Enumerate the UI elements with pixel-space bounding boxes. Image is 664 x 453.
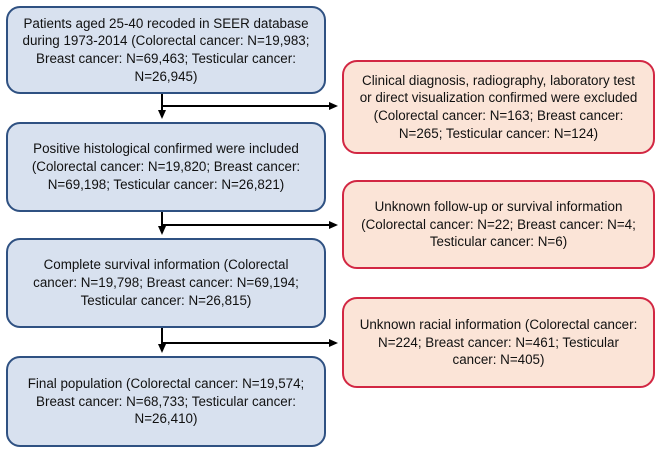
flow-box-text: Final population (Colorectal cancer: N=1… xyxy=(27,375,305,427)
flow-box-text: Positive histological confirmed were inc… xyxy=(31,141,301,192)
exclusion-box-clinical-diagnosis: Clinical diagnosis, radiography, laborat… xyxy=(342,60,655,154)
exclusion-box-text: Unknown follow-up or survival informatio… xyxy=(361,198,636,250)
exclusion-box-text: Unknown racial information (Colorectal c… xyxy=(359,316,638,368)
exclusion-box-unknown-followup: Unknown follow-up or survival informatio… xyxy=(342,180,655,269)
flow-box-text: Patients aged 25-40 recoded in SEER data… xyxy=(22,15,310,84)
flow-box-final-population: Final population (Colorectal cancer: N=1… xyxy=(6,356,326,447)
exclusion-box-text: Clinical diagnosis, radiography, laborat… xyxy=(359,72,638,141)
flow-box-seer-initial-population: Patients aged 25-40 recoded in SEER data… xyxy=(6,6,326,94)
flow-box-text: Complete survival information (Colorecta… xyxy=(33,257,299,308)
flow-box-complete-survival-info: Complete survival information (Colorecta… xyxy=(6,238,326,328)
flow-box-histological-confirmed: Positive histological confirmed were inc… xyxy=(6,122,326,212)
exclusion-box-unknown-racial-info: Unknown racial information (Colorectal c… xyxy=(342,297,655,388)
